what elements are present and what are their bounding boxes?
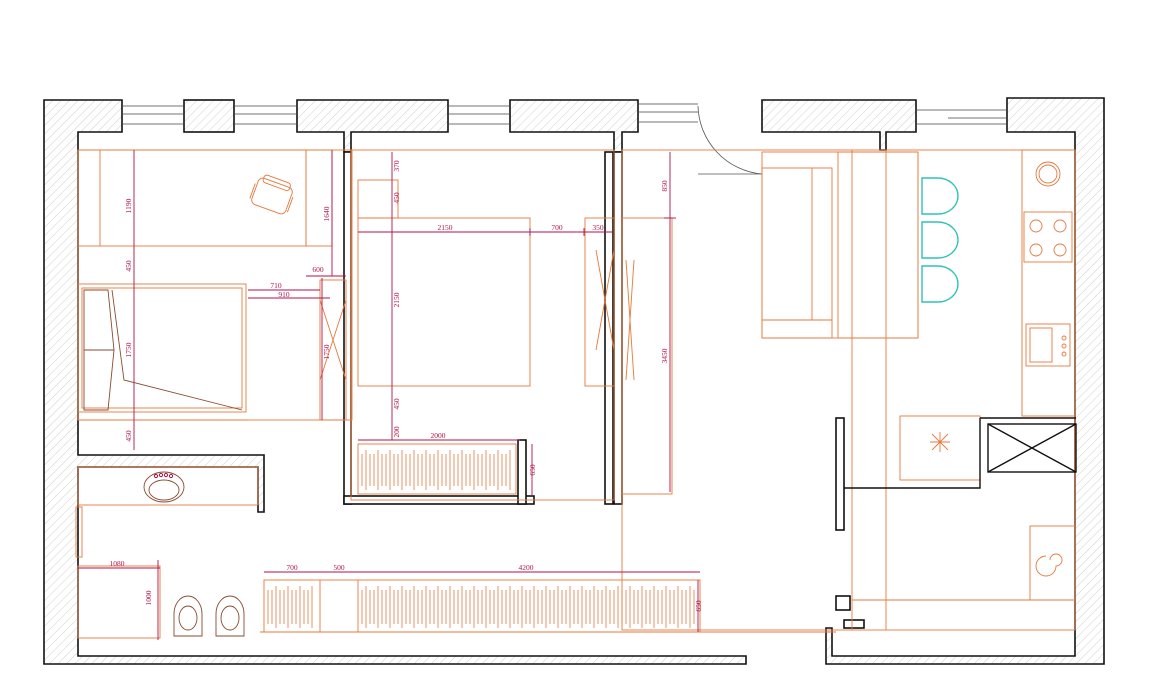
dim-corridor-length: 3450 (660, 348, 669, 363)
dimension-labels: 1190 450 1640 1750 450 600 710 910 1750 … (110, 160, 704, 612)
dim-bedroom2-closet-width: 2000 (431, 431, 446, 440)
dim-bedroom2-bed-length: 2150 (392, 292, 401, 307)
dim-bedroom-offset-a: 710 (270, 281, 282, 290)
dim-bedroom2-top-gap: 450 (392, 192, 401, 204)
toilet-and-bidet (173, 595, 245, 637)
dim-hall-closet-width: 4200 (519, 563, 534, 572)
bar-stools (921, 177, 959, 303)
door-swing (697, 105, 763, 175)
dim-bedroom2-bed-width: 2150 (438, 223, 453, 232)
dim-bedroom-wardrobe-width: 600 (312, 265, 324, 274)
dim-bedroom2-nightstand: 350 (592, 223, 604, 232)
window-frames (122, 103, 1007, 125)
furniture (75, 149, 1077, 639)
dim-bedroom-gap-bottom: 450 (124, 430, 133, 442)
desk-chair (249, 174, 294, 215)
dim-bedroom2-side: 700 (551, 223, 563, 232)
dim-bedroom-gap-top: 450 (124, 260, 133, 272)
dim-hall-b: 500 (333, 563, 345, 572)
dim-bath-depth: 1000 (144, 590, 153, 605)
outer-walls (43, 97, 1105, 665)
dim-bedroom2-top: 370 (392, 160, 401, 172)
closet-rails-hall (267, 586, 695, 628)
dim-hall-a: 700 (286, 563, 298, 572)
dim-bath-width: 1080 (110, 559, 125, 568)
dim-bedroom-desk-depth: 1190 (124, 198, 133, 213)
dim-bedroom2-closet-depth: 650 (528, 464, 537, 476)
dim-bedroom-bed-length: 1750 (124, 342, 133, 357)
dim-bedroom-wardrobe-len: 1750 (322, 344, 331, 359)
dim-corridor-height: 850 (660, 180, 669, 192)
closet-rails-bedroom2 (361, 450, 511, 490)
dim-bedroom-offset-b: 910 (278, 290, 290, 299)
dim-bedroom-desk-width: 1640 (322, 206, 331, 221)
dim-bedroom2-shelf-gap: 200 (392, 426, 401, 438)
dim-hall-closet-depth: 650 (694, 600, 703, 612)
dimension-lines (78, 150, 700, 640)
dim-bedroom2-bottom-gap: 450 (392, 398, 401, 410)
